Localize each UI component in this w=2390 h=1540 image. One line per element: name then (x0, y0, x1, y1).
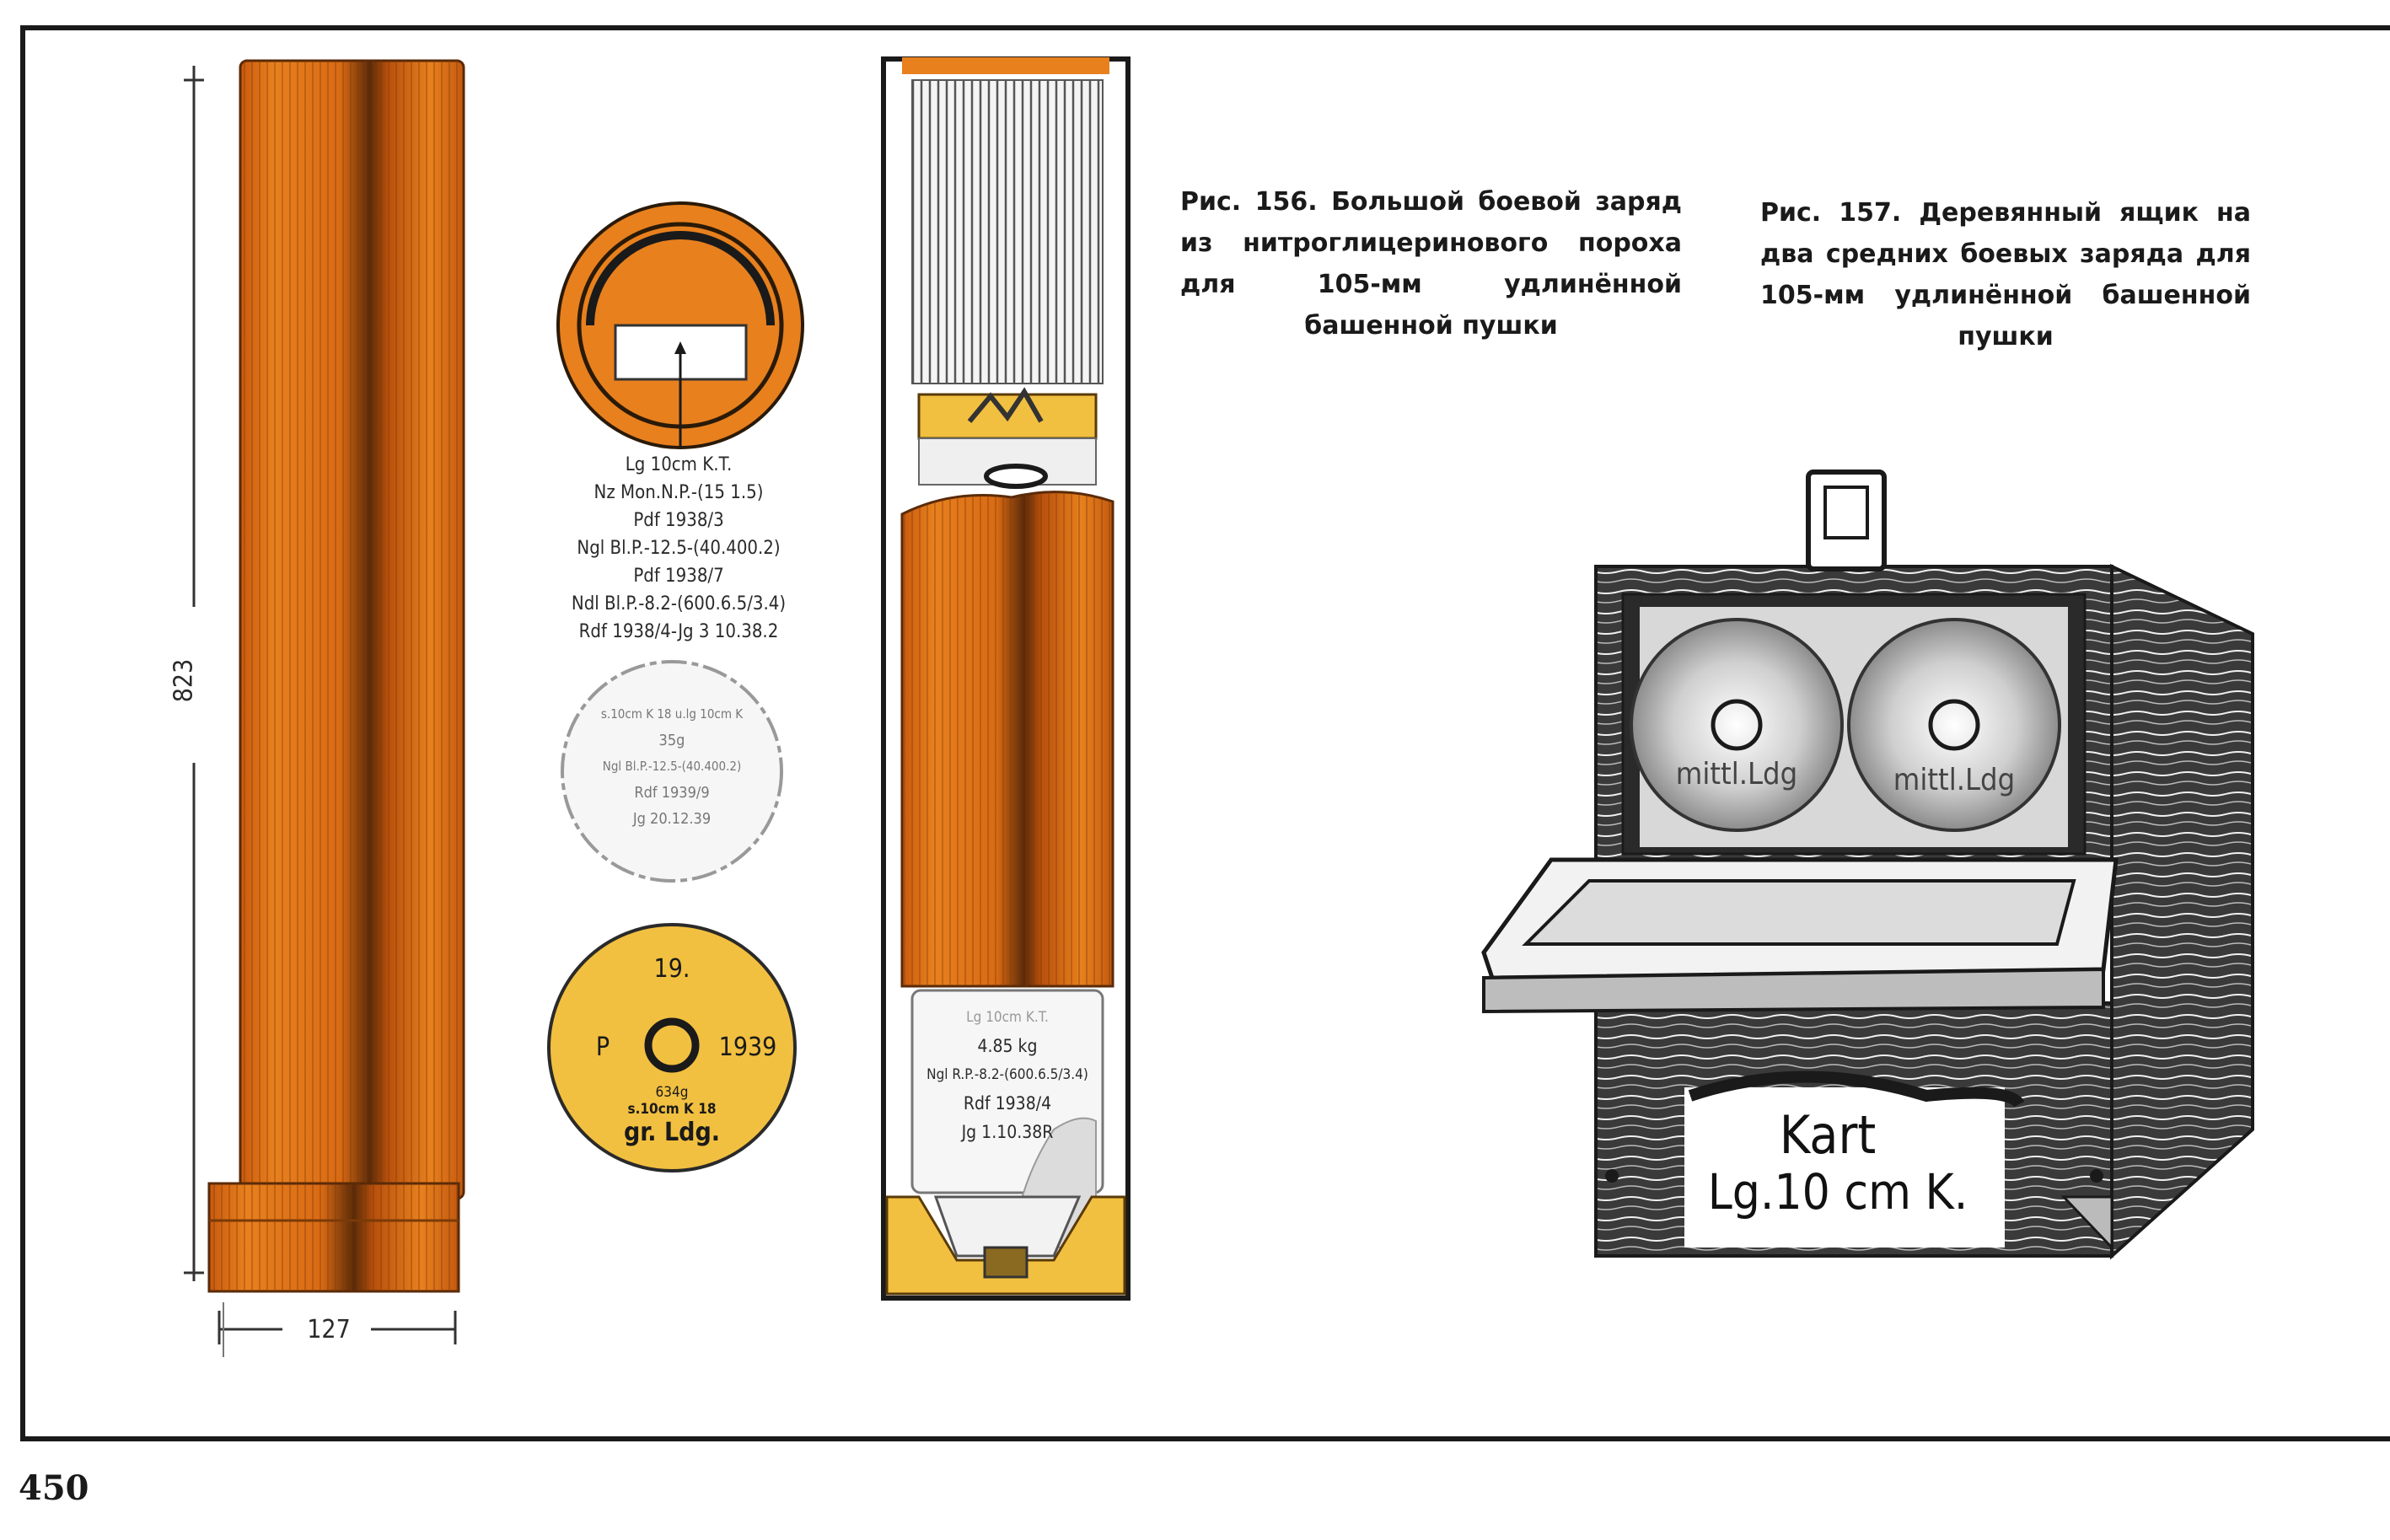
page-number: 450 (19, 1468, 89, 1508)
base-disc (547, 923, 797, 1172)
wooden-box (1481, 470, 2254, 1260)
marking-line: Jg 1.10.38R (961, 1122, 1054, 1142)
base-right-text: 1939 (718, 1033, 777, 1062)
section-marking-text: Lg 10cm K.T. 4.85 kg Ngl R.P.-8.2-(600.6… (910, 1003, 1104, 1146)
marking-line: Jg 20.12.39 (632, 810, 712, 828)
base-weight-text: 634g (655, 1084, 689, 1101)
box-label-line1: Kart (1779, 1104, 1877, 1166)
figure-156-caption: Рис. 156. Большой боевой заряд из нитрог… (1180, 187, 1682, 341)
marking-line: Ndl Bl.P.-8.2-(600.6.5/3.4) (571, 593, 787, 614)
charge-label-left: mittl.Ldg (1675, 757, 1798, 791)
charge-label-right: mittl.Ldg (1893, 763, 2016, 797)
base-left-text: P (595, 1033, 610, 1062)
cartridge-case (207, 59, 465, 1293)
marking-line: Ngl Bl.P.-12.5-(40.400.2) (602, 759, 742, 774)
charge-cutaway (881, 56, 1131, 1301)
grey-marking-disc (561, 660, 783, 883)
base-top-text: 19. (653, 954, 690, 984)
figure-frame (20, 25, 2390, 1441)
height-dimension (184, 66, 204, 1281)
marking-line: Nz Mon.N.P.-(15 1.5) (593, 482, 764, 503)
box-label-line2: Lg.10 cm K. (1707, 1163, 1968, 1221)
width-dimension (218, 1302, 457, 1357)
marking-line: 4.85 kg (977, 1036, 1038, 1056)
marking-line: Ngl Bl.P.-12.5-(40.400.2) (577, 538, 781, 559)
marking-line: Ngl R.P.-8.2-(600.6.5/3.4) (926, 1066, 1088, 1083)
marking-line: Rdf 1938/4-Jg 3 10.38.2 (578, 621, 779, 642)
top-marking-text: Lg 10cm K.T. Nz Mon.N.P.-(15 1.5) Pdf 19… (548, 451, 809, 646)
grey-marking-text: s.10cm K 18 u.lg 10cm K 35g Ngl Bl.P.-12… (571, 701, 773, 832)
marking-line: 35g (658, 732, 685, 749)
marking-line: Rdf 1939/9 (634, 784, 710, 802)
marking-line: s.10cm K 18 u.lg 10cm K (600, 706, 744, 722)
width-dimension-label: 127 (307, 1315, 351, 1344)
marking-line: Pdf 1938/3 (633, 510, 724, 531)
marking-line: Rdf 1938/4 (963, 1093, 1052, 1113)
marking-line: Lg 10cm K.T. (966, 1009, 1049, 1026)
figure-157-caption: Рис. 157. Деревянный ящик на два средних… (1760, 198, 2251, 351)
base-type-text: s.10cm K 18 (627, 1101, 717, 1118)
base-name-text: gr. Ldg. (623, 1118, 721, 1147)
marking-line: Pdf 1938/7 (633, 566, 724, 587)
height-dimension-label: 823 (169, 658, 199, 703)
marking-line: Lg 10cm K.T. (625, 454, 733, 475)
charge-top-view (556, 201, 804, 449)
